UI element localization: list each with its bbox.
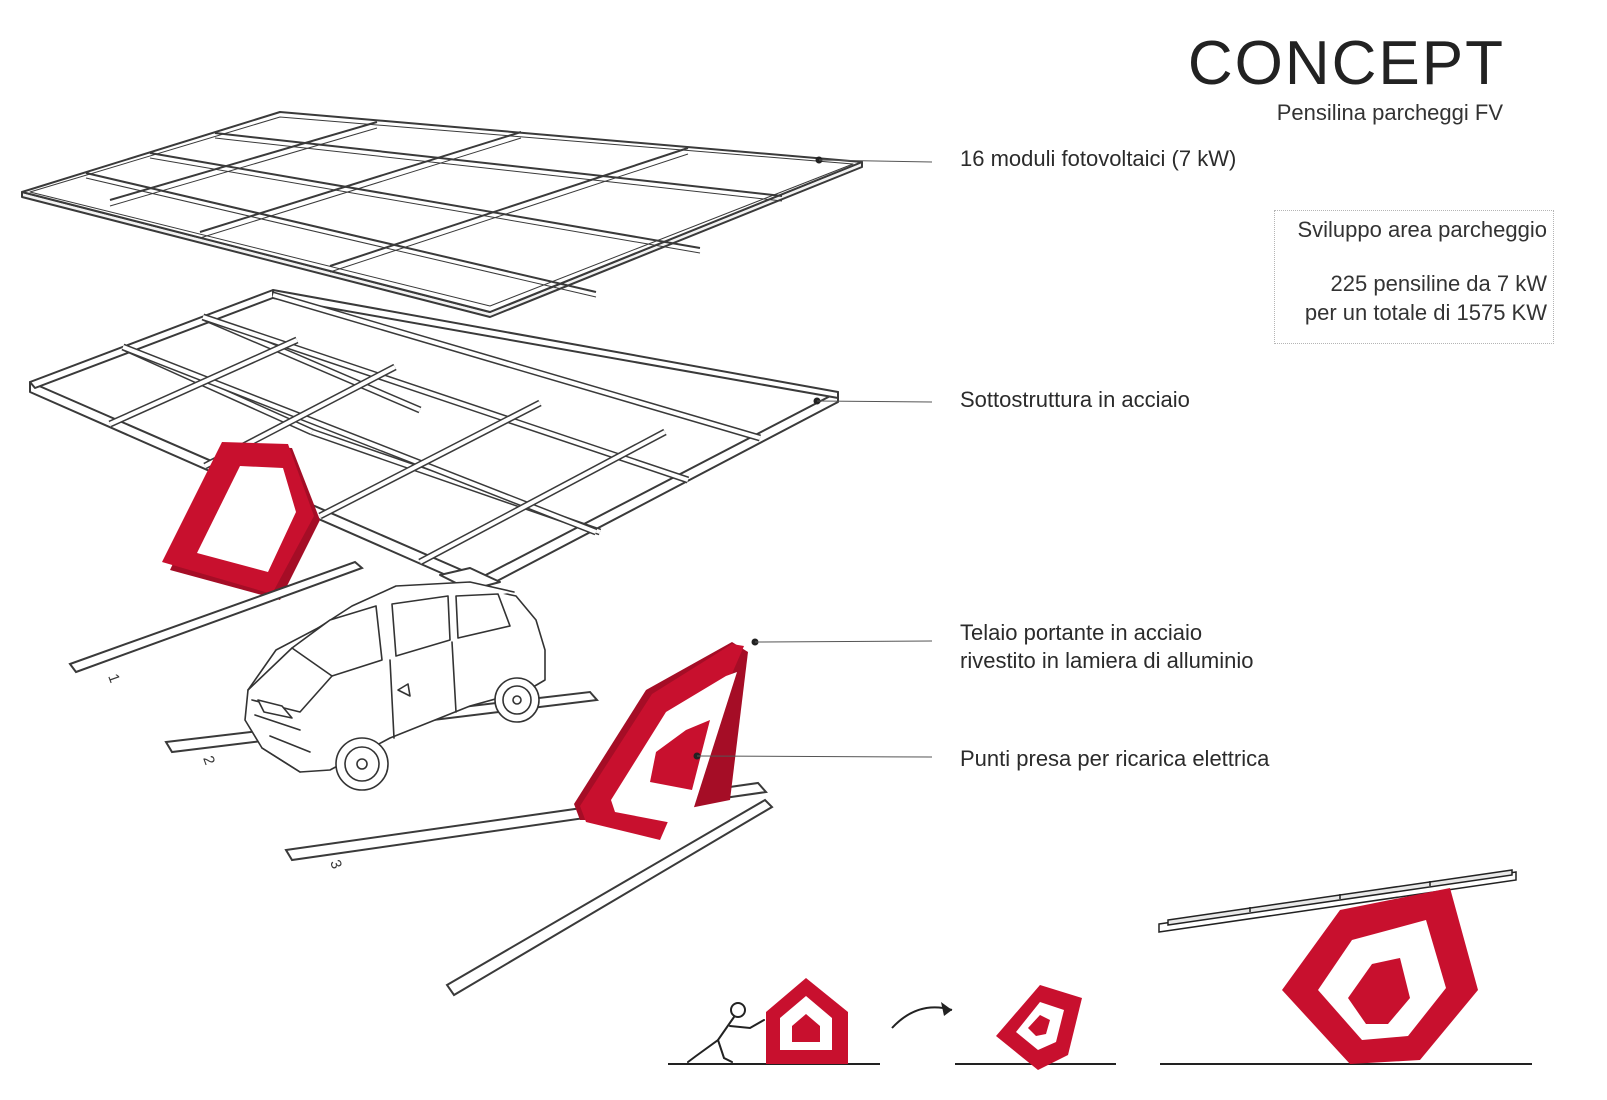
info-box-line-2: per un totale di 1575 KW: [1304, 300, 1547, 325]
sequence-step-2: [955, 985, 1116, 1070]
parking-number-1: 1: [104, 672, 123, 686]
car-drawing: [244, 581, 546, 791]
sequence-step-1: [668, 978, 880, 1065]
curved-arrow-icon: [891, 1002, 953, 1029]
sockets-leader: [693, 752, 933, 760]
substructure-leader: [813, 397, 933, 405]
callout-substructure: Sottostruttura in acciaio: [960, 387, 1190, 412]
info-box-line-1: 225 pensiline da 7 kW: [1330, 271, 1547, 296]
pushing-person-icon: [687, 1002, 765, 1063]
parking-number-3: 3: [326, 858, 345, 872]
info-box-heading: Sviluppo area parcheggio: [1297, 217, 1547, 242]
callout-sockets: Punti presa per ricarica elettrica: [960, 746, 1270, 771]
steel-substructure: [29, 289, 839, 591]
callout-frame-line-2: rivestito in lamiera di alluminio: [960, 648, 1254, 673]
solar-panel-array: [21, 111, 863, 318]
page-title: CONCEPT: [1187, 29, 1505, 98]
callout-frame-line-1: Telaio portante in acciaio: [960, 620, 1203, 645]
callout-modules: 16 moduli fotovoltaici (7 kW): [960, 146, 1237, 171]
sequence-step-3: [1158, 869, 1532, 1065]
modules-leader: [815, 156, 933, 164]
charging-socket-shape: [650, 720, 710, 790]
rear-support-frame: [162, 442, 320, 600]
front-support-frame: [574, 642, 748, 840]
parking-development-box: Sviluppo area parcheggio 225 pensiline d…: [1274, 210, 1554, 344]
panel-side-view: [1158, 869, 1517, 933]
page-subtitle: Pensilina parcheggi FV: [1276, 100, 1503, 125]
parking-number-2: 2: [199, 754, 218, 768]
frame-leader: [751, 638, 933, 646]
